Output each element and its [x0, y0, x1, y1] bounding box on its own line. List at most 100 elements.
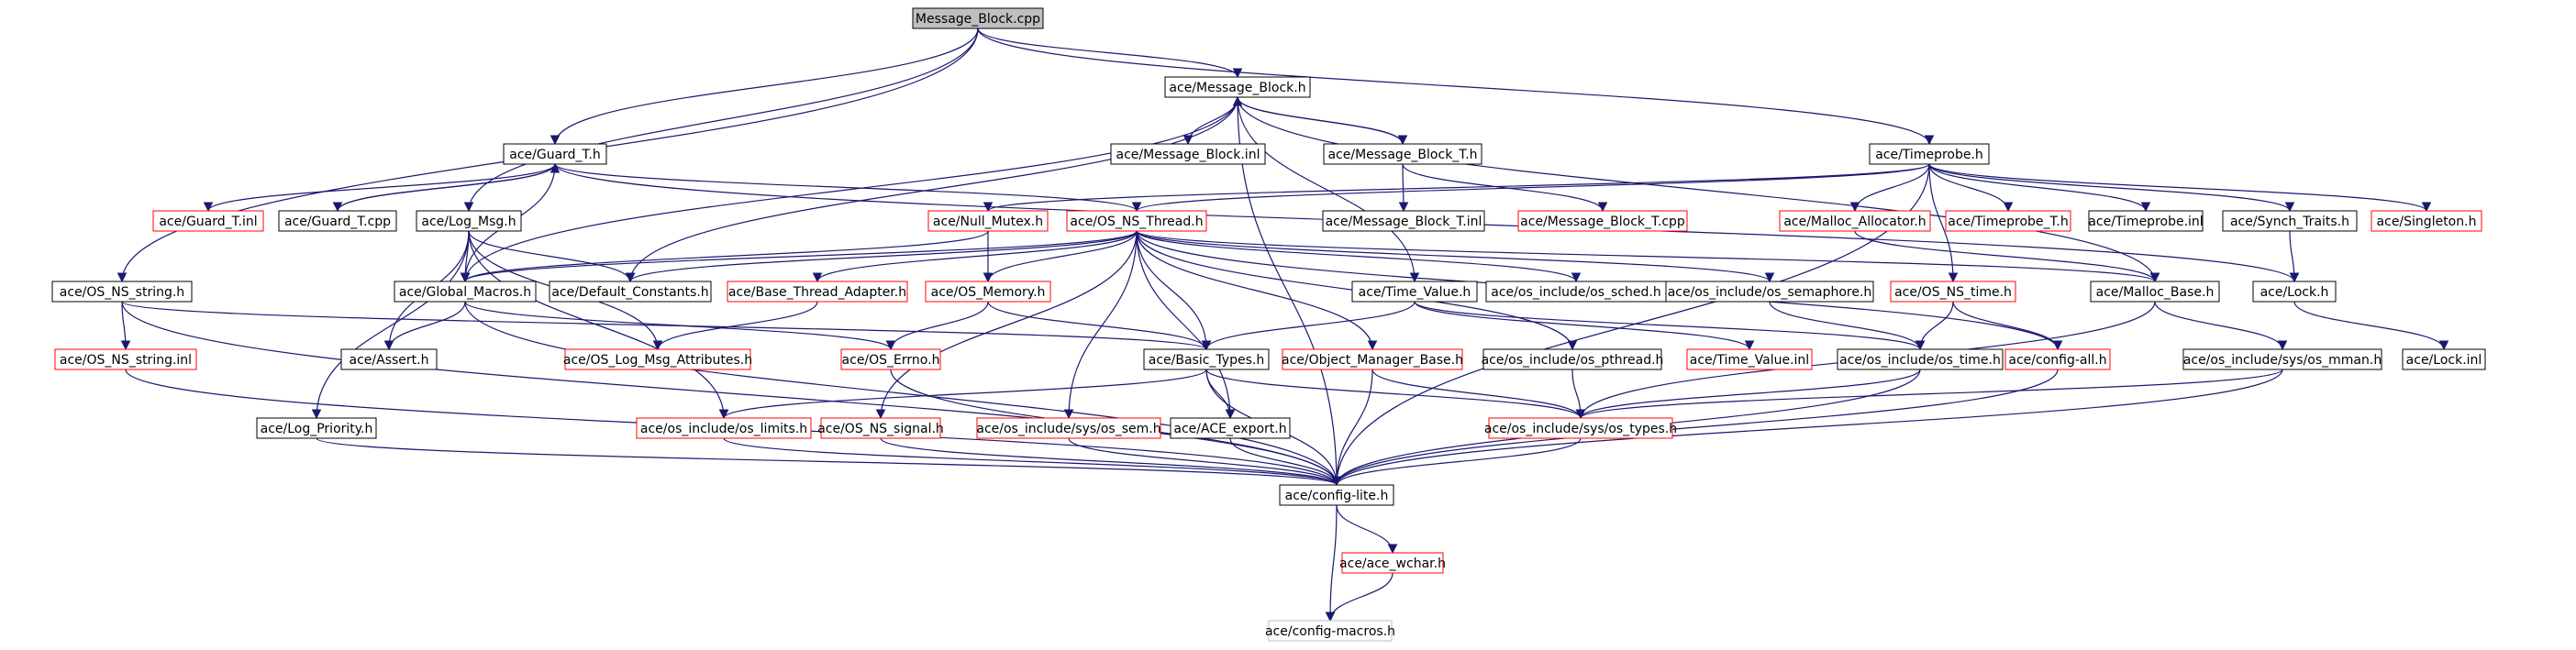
node-os-ns-thread-h[interactable]: ace/OS_NS_Thread.h — [1066, 210, 1207, 232]
node-box — [1482, 348, 1662, 370]
edge-null_mutex_h-to-global_macros_h — [460, 230, 989, 283]
node-message-block-t-inl[interactable]: ace/Message_Block_T.inl — [1322, 210, 1485, 232]
edge-os_ns_thread_h-to-object_manager_base_h — [1136, 230, 1378, 351]
node-label: ace/os_include/os_limits.h — [640, 422, 807, 436]
node-os-limits-h[interactable]: ace/os_include/os_limits.h — [636, 417, 812, 439]
node-null-mutex-h[interactable]: ace/Null_Mutex.h — [927, 210, 1049, 232]
node-box — [564, 348, 751, 370]
node-message-block-t-cpp[interactable]: ace/Message_Block_T.cpp — [1517, 210, 1688, 232]
node-config-lite-h[interactable]: ace/config-lite.h — [1279, 484, 1394, 506]
node-os-ns-signal-h[interactable]: ace/OS_NS_signal.h — [817, 417, 944, 439]
edge-message_block_h-to-default_constants_h — [625, 96, 1238, 283]
edge-timeprobe_h-to-synch_traits_h — [1928, 163, 2295, 213]
edge-os_ns_thread_h-to-os_memory_h — [983, 230, 1138, 283]
node-os-ns-string-h[interactable]: ace/OS_NS_string.h — [51, 281, 193, 303]
node-object-manager-base-h[interactable]: ace/Object_Manager_Base.h — [1282, 348, 1463, 370]
node-os-time-h[interactable]: ace/os_include/os_time.h — [1837, 348, 2004, 370]
node-synch-traits-h[interactable]: ace/Synch_Traits.h — [2222, 210, 2358, 232]
node-box — [2252, 281, 2337, 303]
node-label: ace/Guard_T.cpp — [284, 215, 391, 229]
edge-os_ns_string_h-to-basic_types_h — [121, 301, 1211, 351]
node-box — [636, 417, 812, 439]
edge-time_value_h-to-os_time_h — [1414, 301, 1926, 351]
edge-timeprobe_h-to-malloc_allocator_h — [1849, 163, 1930, 213]
node-os-mman-h[interactable]: ace/os_include/sys/os_mman.h — [2182, 348, 2382, 370]
node-timeprobe-h[interactable]: ace/Timeprobe.h — [1869, 143, 1990, 165]
node-os-sem-h[interactable]: ace/os_include/sys/os_sem.h — [976, 417, 1161, 439]
edge-os_ns_thread_h-to-os_semaphore_h — [1136, 230, 1775, 283]
edge-message_block_h-to-config_lite_h — [1237, 96, 1342, 487]
node-ace-export-h[interactable]: ace/ACE_export.h — [1170, 417, 1291, 439]
edge-os_limits_h-to-config_lite_h — [723, 437, 1342, 487]
edge-message_block_h-to-time_value_h — [1237, 96, 1420, 283]
node-label: ace/Guard_T.h — [509, 148, 601, 162]
node-lock-inl[interactable]: ace/Lock.inl — [2402, 348, 2486, 370]
node-config-all-h[interactable]: ace/config-all.h — [2004, 348, 2111, 370]
node-global-macros-h[interactable]: ace/Global_Macros.h — [394, 281, 537, 303]
node-os-pthread-h[interactable]: ace/os_include/os_pthread.h — [1482, 348, 1664, 370]
node-time-value-inl[interactable]: ace/Time_Value.inl — [1686, 348, 1813, 370]
node-box — [1890, 281, 2016, 303]
node-box — [1143, 348, 1270, 370]
node-label: ace/Synch_Traits.h — [2230, 215, 2349, 229]
edge-os_semaphore_h-to-os_time_h — [1769, 301, 1926, 351]
node-box — [925, 281, 1051, 303]
edge-os_ns_thread_h-to-base_thread_adapter_h — [812, 230, 1138, 283]
edge-os_ns_time_h-to-os_time_h — [1915, 301, 1954, 351]
node-label: ace/Malloc_Base.h — [2096, 285, 2215, 300]
node-ace-wchar-h[interactable]: ace/ace_wchar.h — [1339, 552, 1446, 574]
node-default-constants-h[interactable]: ace/Default_Constants.h — [549, 281, 712, 303]
edge-os_ns_thread_h-to-ace_export_h — [1136, 230, 1236, 420]
node-label: ace/config-lite.h — [1285, 489, 1389, 503]
node-label: ace/config-macros.h — [1265, 624, 1395, 639]
node-os-errno-h[interactable]: ace/OS_Errno.h — [840, 348, 941, 370]
node-label: ace/os_include/os_time.h — [1839, 353, 2001, 368]
node-box — [1686, 348, 1813, 370]
node-guard-t-h[interactable]: ace/Guard_T.h — [503, 143, 607, 165]
node-log-priority-h[interactable]: ace/Log_Priority.h — [256, 417, 377, 439]
node-os-log-msg-attributes-h[interactable]: ace/OS_Log_Msg_Attributes.h — [563, 348, 752, 370]
edge-config_lite_h-to-ace_wchar_h — [1336, 504, 1398, 555]
node-label: ace/Log_Priority.h — [261, 422, 373, 436]
edge-os_time_h-to-os_types_h — [1575, 369, 1921, 420]
node-config-macros-h[interactable]: ace/config-macros.h — [1265, 620, 1395, 642]
node-log-msg-h[interactable]: ace/Log_Msg.h — [416, 210, 522, 232]
node-label: ace/OS_NS_string.inl — [60, 353, 192, 368]
node-guard-t-cpp[interactable]: ace/Guard_T.cpp — [278, 210, 397, 232]
node-timeprobe-t-h[interactable]: ace/Timeprobe_T.h — [1945, 210, 2071, 232]
edge-malloc_allocator_h-to-malloc_base_h — [1854, 230, 2160, 283]
node-lock-h[interactable]: ace/Lock.h — [2252, 281, 2337, 303]
node-assert-h[interactable]: ace/Assert.h — [340, 348, 438, 370]
edge-log_msg_h-to-log_priority_h — [311, 230, 470, 420]
edge-os_mman_h-to-config_lite_h — [1331, 369, 2283, 487]
node-label: ace/Global_Macros.h — [399, 285, 531, 300]
node-box — [54, 348, 197, 370]
edge-basic_types_h-to-os_types_h — [1205, 369, 1586, 420]
node-os-sched-h[interactable]: ace/os_include/os_sched.h — [1485, 281, 1667, 303]
node-malloc-allocator-h[interactable]: ace/Malloc_Allocator.h — [1779, 210, 1931, 232]
edge-message_block_cpp-to-message_block_h — [977, 28, 1243, 79]
node-message-block-inl[interactable]: ace/Message_Block.inl — [1110, 143, 1266, 165]
edge-timeprobe_h-to-os_ns_thread_h — [1131, 163, 1930, 213]
node-os-ns-time-h[interactable]: ace/OS_NS_time.h — [1890, 281, 2016, 303]
node-guard-t-inl[interactable]: ace/Guard_T.inl — [152, 210, 264, 232]
node-base-thread-adapter-h[interactable]: ace/Base_Thread_Adapter.h — [727, 281, 908, 303]
node-os-types-h[interactable]: ace/os_include/sys/os_types.h — [1484, 417, 1677, 439]
node-time-value-h[interactable]: ace/Time_Value.h — [1351, 281, 1478, 303]
node-message-block-h[interactable]: ace/Message_Block.h — [1164, 76, 1311, 98]
node-box — [1837, 348, 2004, 370]
node-box — [1869, 143, 1990, 165]
node-singleton-h[interactable]: ace/Singleton.h — [2371, 210, 2482, 232]
node-os-semaphore-h[interactable]: ace/os_include/os_semaphore.h — [1665, 281, 1874, 303]
node-malloc-base-h[interactable]: ace/Malloc_Base.h — [2090, 281, 2220, 303]
node-basic-types-h[interactable]: ace/Basic_Types.h — [1143, 348, 1270, 370]
node-label: ace/Assert.h — [350, 353, 429, 368]
node-label: ace/os_include/sys/os_sem.h — [976, 422, 1160, 436]
node-box — [278, 210, 397, 232]
node-message-block-cpp[interactable]: Message_Block.cpp — [912, 7, 1044, 29]
node-os-ns-string-inl[interactable]: ace/OS_NS_string.inl — [54, 348, 197, 370]
node-message-block-t-h[interactable]: ace/Message_Block_T.h — [1323, 143, 1482, 165]
edge-time_value_h-to-basic_types_h — [1201, 301, 1416, 351]
node-os-memory-h[interactable]: ace/OS_Memory.h — [925, 281, 1051, 303]
node-timeprobe-inl[interactable]: ace/Timeprobe.inl — [2088, 210, 2204, 232]
